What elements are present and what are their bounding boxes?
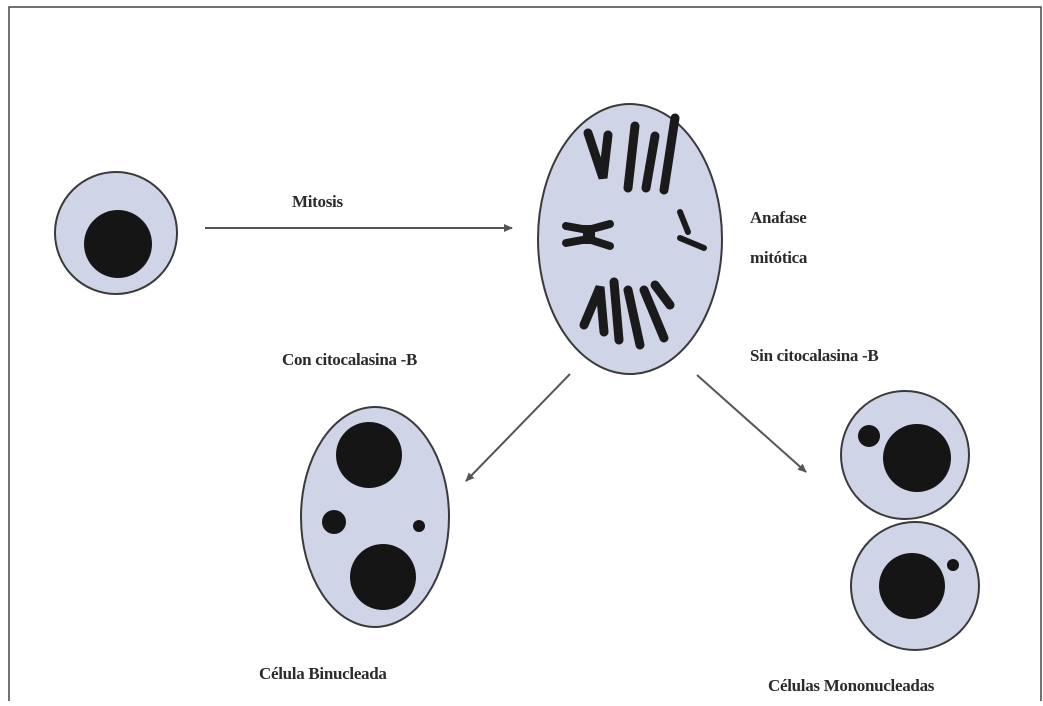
nucleus: [84, 210, 152, 278]
interphase-cell: [55, 172, 177, 294]
label-with-cytochalasin: Con citocalasina -B: [282, 350, 417, 370]
label-without-cytochalasin: Sin citocalasina -B: [750, 346, 878, 366]
label-anaphase-line2: mitótica: [750, 248, 807, 268]
arrow-to-binucleated: [466, 374, 570, 481]
micronucleus: [413, 520, 425, 532]
micronucleus: [947, 559, 959, 571]
nucleus: [350, 544, 416, 610]
nucleus: [879, 553, 945, 619]
arrow-to-mononucleated: [697, 375, 806, 472]
label-mononucleated: Células Mononucleadas: [768, 676, 934, 696]
label-binucleated: Célula Binucleada: [259, 664, 387, 684]
nucleus: [336, 422, 402, 488]
nucleus: [883, 424, 951, 492]
binucleated-cell: [301, 407, 449, 627]
label-anaphase-line1: Anafase: [750, 208, 806, 228]
mononucleated-cell: [851, 522, 979, 650]
label-mitosis: Mitosis: [292, 192, 343, 212]
anaphase-cell: [538, 104, 722, 374]
mononucleated-cell: [841, 391, 969, 519]
micronucleus: [322, 510, 346, 534]
micronucleus: [858, 425, 880, 447]
